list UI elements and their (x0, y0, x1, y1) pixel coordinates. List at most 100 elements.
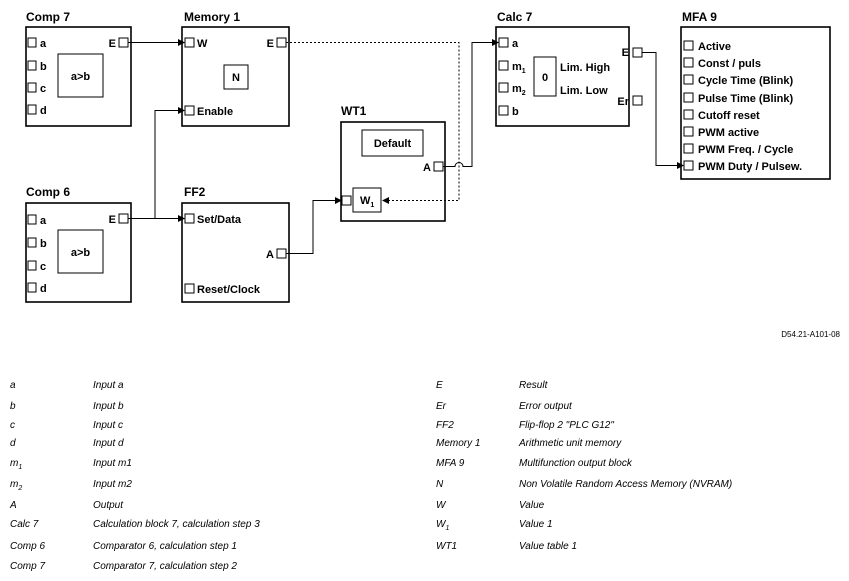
legend-term: FF2 (436, 420, 454, 431)
comp6-input-d[interactable]: d (27, 282, 47, 295)
mfa9-input-active[interactable]: Active (683, 40, 731, 53)
legend-desc: Calculation block 7, calculation step 3 (93, 519, 260, 530)
svg-text:m2: m2 (512, 83, 526, 97)
legend-desc: Input m1 (93, 458, 132, 469)
mfa9-input-cycle-time[interactable]: Cycle Time (Blink) (683, 74, 793, 87)
wire-wt1-a-to-calc7-a (443, 39, 499, 167)
comp7-input-b[interactable]: b (27, 60, 47, 73)
svg-text:Enable: Enable (197, 106, 233, 118)
legend-term: m2 (10, 479, 23, 492)
calc7-input-b[interactable]: b (498, 105, 519, 118)
svg-text:E: E (622, 47, 629, 59)
svg-text:b: b (512, 106, 519, 118)
memory1-input-enable[interactable]: Enable (184, 105, 233, 118)
legend-desc: Result (519, 380, 548, 391)
svg-text:Cutoff reset: Cutoff reset (698, 110, 760, 122)
legend-desc: Value table 1 (519, 541, 578, 552)
legend-term: m1 (10, 458, 23, 471)
legend-term: c (10, 420, 15, 431)
legend-desc: Output (93, 500, 124, 511)
legend-desc: Input c (93, 420, 124, 431)
svg-text:a: a (40, 38, 47, 50)
legend-term: N (436, 479, 444, 490)
mfa9-block: MFA 9 Active Const / puls Cycle Time (Bl… (680, 10, 831, 180)
memory1-nvram-box: N (223, 64, 249, 90)
svg-text:A: A (266, 249, 274, 261)
legend-term: b (10, 401, 16, 412)
mfa9-input-pulse-time[interactable]: Pulse Time (Blink) (683, 92, 793, 105)
svg-text:b: b (40, 61, 47, 73)
legend-desc: Input m2 (93, 479, 132, 490)
svg-text:d: d (40, 105, 47, 117)
svg-text:c: c (40, 83, 46, 95)
calc7-output-er[interactable]: Er (617, 95, 643, 108)
legend-term: d (10, 438, 16, 449)
svg-text:PWM active: PWM active (698, 127, 759, 139)
mfa9-input-const-puls[interactable]: Const / puls (683, 57, 761, 70)
mfa9-input-pwm-freq[interactable]: PWM Freq. / Cycle (683, 143, 793, 156)
comp6-input-c[interactable]: c (27, 260, 46, 273)
wire-memory1-e-to-wt1-w1-dotted (286, 42, 460, 204)
memory1-input-w[interactable]: W (184, 37, 208, 50)
legend-desc: Non Volatile Random Access Memory (NVRAM… (519, 479, 733, 490)
ff2-title: FF2 (184, 185, 206, 199)
svg-text:E: E (109, 38, 116, 50)
comp6-input-b[interactable]: b (27, 237, 47, 250)
wire-comp6-e-to-memory1-enable (154, 107, 185, 219)
ff2-block: FF2 Set/Data Reset/Clock A (181, 185, 290, 303)
legend-term: Comp 6 (10, 541, 46, 552)
legend-term: Memory 1 (436, 438, 481, 449)
svg-text:E: E (109, 214, 116, 226)
mfa9-input-cutoff-reset[interactable]: Cutoff reset (683, 109, 760, 122)
logic-diagram: Comp 7 a b c d a>b E Comp 6 (25, 10, 841, 339)
svg-text:Pulse Time (Blink): Pulse Time (Blink) (698, 93, 793, 105)
legend-desc: Arithmetic unit memory (519, 438, 622, 449)
mfa9-input-pwm-active[interactable]: PWM active (683, 126, 759, 139)
comp7-title: Comp 7 (26, 10, 70, 24)
svg-text:b: b (40, 238, 47, 250)
svg-text:W: W (197, 38, 208, 50)
svg-text:a: a (40, 215, 47, 227)
svg-text:a>b: a>b (71, 247, 91, 259)
comp7-input-c[interactable]: c (27, 82, 46, 95)
comp7-input-d[interactable]: d (27, 104, 47, 117)
svg-text:N: N (232, 72, 240, 84)
wire-ff2-a-to-wt1-w1 (286, 197, 342, 254)
legend-term: W1 (436, 519, 450, 532)
svg-text:PWM Freq. / Cycle: PWM Freq. / Cycle (698, 144, 793, 156)
legend-desc: Comparator 7, calculation step 2 (93, 561, 237, 572)
legend-term: W (436, 500, 446, 511)
comp7-input-a[interactable]: a (27, 37, 47, 50)
legend-desc: Input a (93, 380, 124, 391)
comp6-input-a[interactable]: a (27, 214, 47, 227)
legend-desc: Error output (519, 401, 572, 412)
svg-text:W1: W1 (360, 195, 374, 209)
svg-text:PWM Duty / Pulsew.: PWM Duty / Pulsew. (698, 161, 802, 173)
legend-desc: Input d (93, 438, 124, 449)
calc7-limit-box: 0 (533, 56, 557, 97)
calc7-input-m2[interactable]: m2 (498, 82, 526, 97)
ff2-input-set-data[interactable]: Set/Data (184, 213, 242, 226)
mfa9-title: MFA 9 (682, 10, 717, 24)
legend-desc: Flip-flop 2 "PLC G12" (519, 420, 614, 431)
comp7-block: Comp 7 a b c d a>b E (25, 10, 132, 127)
calc7-input-m1[interactable]: m1 (498, 60, 526, 75)
ff2-input-reset-clock[interactable]: Reset/Clock (184, 283, 261, 296)
legend-desc: Value 1 (519, 519, 553, 530)
wire-calc7-e-to-mfa9-duty (642, 52, 684, 169)
legend-desc: Comparator 6, calculation step 1 (93, 541, 237, 552)
mfa9-input-pwm-duty[interactable]: PWM Duty / Pulsew. (683, 160, 802, 173)
legend-term: MFA 9 (436, 458, 465, 469)
legend-term: WT1 (436, 541, 458, 552)
wt1-input-w1[interactable]: W1 (341, 187, 382, 213)
calc7-output-e[interactable]: E (622, 47, 643, 59)
svg-text:Cycle Time (Blink): Cycle Time (Blink) (698, 75, 793, 87)
calc7-lim-low-label: Lim. Low (560, 85, 608, 97)
svg-text:Active: Active (698, 41, 731, 53)
comp6-comparator-box: a>b (57, 229, 104, 274)
legend-term: A (10, 500, 17, 511)
comp6-title: Comp 6 (26, 185, 70, 199)
calc7-input-a[interactable]: a (498, 37, 519, 50)
memory1-block: Memory 1 W Enable N E (181, 10, 290, 127)
svg-text:A: A (423, 162, 431, 174)
